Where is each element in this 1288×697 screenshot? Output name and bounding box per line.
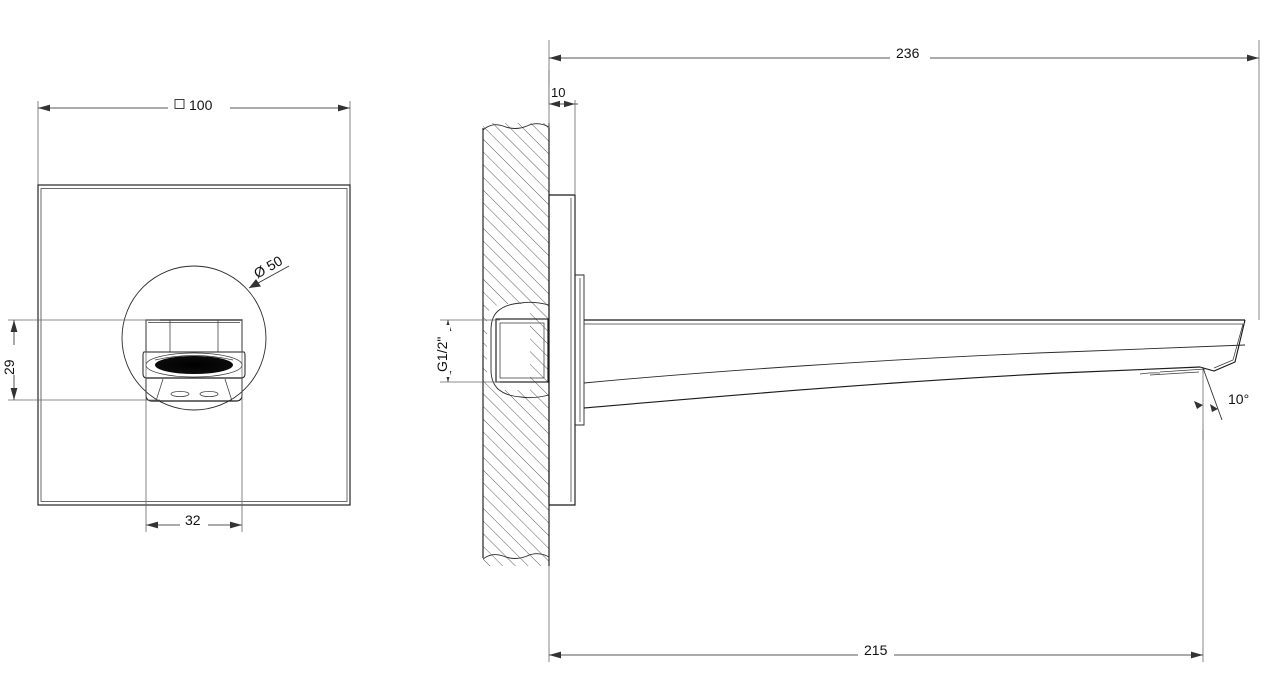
escutcheon-plate-front	[37, 184, 351, 506]
dim-outlet-width-label: 32	[185, 512, 201, 528]
front-view: 100 Ø 50	[1, 96, 351, 532]
outlet-circle-50	[121, 265, 267, 411]
dim-thread-size-label: G1/2"	[434, 337, 450, 372]
dim-outlet-height: 29	[1, 320, 18, 400]
dim-tip-angle-label: 10°	[1228, 391, 1249, 407]
dim-circle-diameter: Ø 50	[248, 252, 290, 289]
front-outlet-width-extension-lines	[145, 320, 243, 532]
dim-outlet-height-label: 29	[1, 359, 17, 375]
wall-section	[482, 123, 550, 566]
spout-body	[583, 319, 1246, 409]
section-view: G1/2"	[433, 40, 1262, 662]
dim-total-reach: 236	[548, 40, 1260, 320]
outlet-slot-right	[199, 391, 219, 397]
outlet-slot-left	[170, 391, 190, 397]
aerator-opening	[155, 356, 233, 374]
dim-lower-reach-label: 215	[864, 642, 888, 658]
escutcheon-plate-section	[548, 194, 585, 506]
spout-outlet-front-detail	[142, 319, 246, 402]
threaded-connection	[495, 318, 549, 383]
dim-thread-size: G1/2"	[433, 319, 500, 383]
dim-plate-thickness: 10	[548, 70, 578, 195]
dim-lower-reach: 215	[548, 430, 1204, 662]
dim-tip-angle: 10°	[1194, 367, 1262, 440]
dim-outlet-width: 32	[146, 512, 242, 529]
dim-total-reach-label: 236	[896, 45, 920, 61]
front-width-extension-lines	[37, 101, 351, 192]
dim-plate-thickness-label: 10	[551, 85, 565, 100]
dim-plate-width: 100	[38, 96, 350, 113]
dim-plate-width-label: 100	[189, 97, 213, 113]
front-outlet-height-extension-lines	[8, 319, 160, 401]
